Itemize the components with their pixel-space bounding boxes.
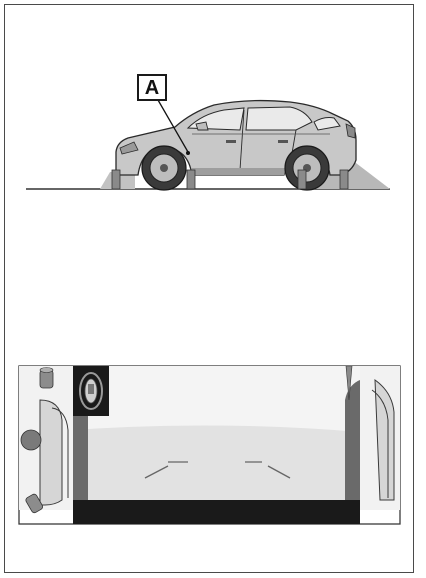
callout-label-a: A (137, 74, 167, 101)
parking-sensor-icon (73, 366, 109, 416)
front-wheel (142, 146, 186, 190)
callout-text: A (145, 78, 159, 98)
vehicle-side-view (26, 100, 390, 190)
side-mirror (196, 122, 208, 130)
rear-wheel (285, 146, 329, 190)
monitor-bottom-bar (73, 500, 360, 524)
camera-monitor-view (19, 366, 400, 524)
ground-area (73, 425, 360, 502)
camera-position-marker (186, 151, 190, 155)
